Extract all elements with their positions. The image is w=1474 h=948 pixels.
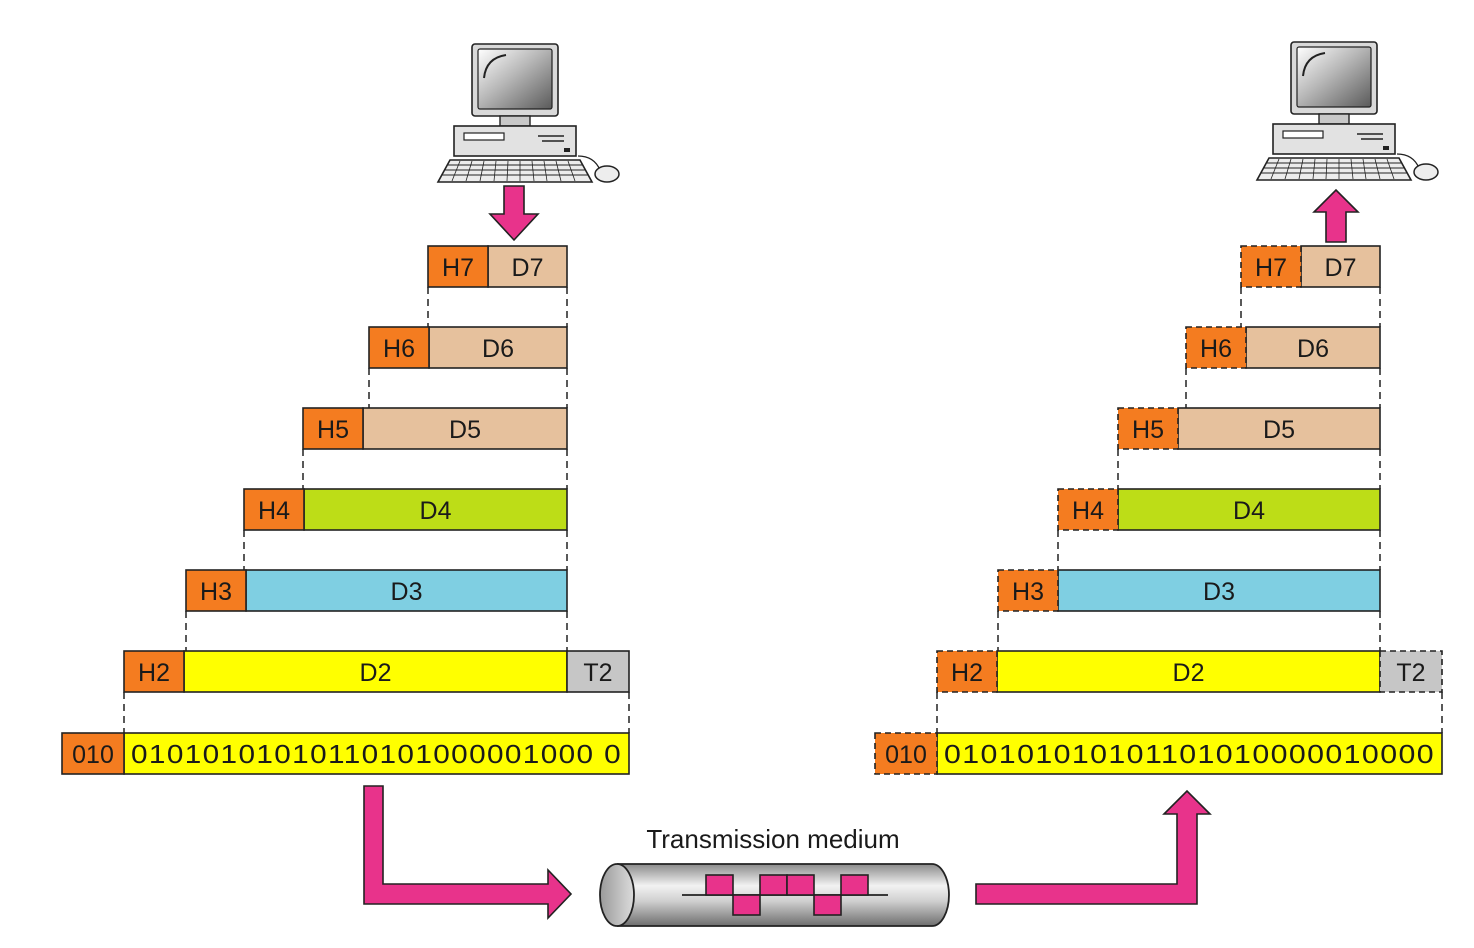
receiver-data-box [1300,245,1381,288]
receiver-data-label: D6 [1297,335,1329,363]
sender-data-label: D2 [360,659,392,687]
receiver-layer-6: D6 H6 [1185,326,1381,408]
receiver-physical-header-label: 010 [885,741,927,769]
receiver-data-box [1117,488,1381,531]
receiver-header-label: H4 [1072,497,1104,525]
sender-down-arrow-icon [488,185,540,242]
medium-to-receiver-arrow-icon [975,789,1212,905]
medium-caption: Transmission medium [646,824,899,854]
receiver-header-label: H3 [1012,578,1044,606]
sender-data-box [183,650,568,693]
sender-layer-7: D7 H7 [427,245,568,327]
sender-header-label: H5 [317,416,349,444]
receiver-header-box [1240,245,1302,288]
receiver-physical-layer: 010 010101010101101010000010000 [874,732,1443,775]
sender-data-box [303,488,568,531]
sender-bitstream-label: 01010101010110101000001000 0 [131,739,622,769]
receiver-header-box [1117,407,1179,450]
receiver-layer-3: D3 H3 [997,569,1381,651]
sender-trailer-label: T2 [583,659,612,687]
receiver-data-label: D3 [1203,578,1235,606]
receiver-layer-2: D2 H2 T2 [936,650,1443,733]
receiver-header-box [936,650,998,693]
sender-computer-icon [437,43,620,183]
receiver-physical-header-box [874,732,938,775]
receiver-data-label: D5 [1263,416,1295,444]
receiver-header-label: H2 [951,659,983,687]
receiver-data-box [1177,407,1381,450]
sender-header-box [368,326,430,369]
receiver-data-label: D2 [1173,659,1205,687]
receiver-data-box [1245,326,1381,369]
sender-physical-layer: 010 01010101010110101000001000 0 [61,732,630,775]
sender-header-label: H6 [383,335,415,363]
sender-bitstream-box [123,732,630,775]
sender-header-label: H2 [138,659,170,687]
receiver-header-box [997,569,1059,612]
receiver-header-box [1185,326,1247,369]
sender-layer-6: D6 H6 [368,326,568,408]
sender-data-box [245,569,568,612]
sender-to-medium-arrow-icon [363,785,573,920]
receiver-bitstream-label: 010101010101101010000010000 [944,739,1435,769]
sender-trailer-box [566,650,630,693]
sender-data-label: D7 [512,254,544,282]
receiver-up-arrow-icon [1312,188,1360,243]
sender-header-label: H4 [258,497,290,525]
sender-header-label: H7 [442,254,474,282]
sender-header-box [427,245,489,288]
sender-header-box [123,650,185,693]
receiver-data-label: D4 [1233,497,1265,525]
receiver-layer-5: D5 H5 [1117,407,1381,489]
receiver-trailer-box [1379,650,1443,693]
receiver-layer-4: D4 H4 [1057,488,1381,570]
sender-data-label: D5 [449,416,481,444]
sender-header-box [302,407,364,450]
sender-data-label: D4 [420,497,452,525]
sender-data-label: D6 [482,335,514,363]
receiver-data-label: D7 [1325,254,1357,282]
sender-header-box [243,488,305,531]
sender-physical-header-box [61,732,125,775]
sender-data-label: D3 [391,578,423,606]
sender-header-box [185,569,247,612]
receiver-header-label: H6 [1200,335,1232,363]
sender-header-label: H3 [200,578,232,606]
receiver-trailer-label: T2 [1396,659,1425,687]
transmission-cable-icon [599,863,950,927]
receiver-layer-7: D7 H7 [1240,245,1381,327]
receiver-header-label: H5 [1132,416,1164,444]
receiver-header-box [1057,488,1119,531]
sender-layer-4: D4 H4 [243,488,568,570]
sender-physical-header-label: 010 [72,741,114,769]
sender-layer-5: D5 H5 [302,407,568,489]
receiver-computer-icon [1256,41,1439,181]
sender-layer-2: D2 H2 T2 [123,650,630,733]
sender-layer-3: D3 H3 [185,569,568,651]
receiver-header-label: H7 [1255,254,1287,282]
